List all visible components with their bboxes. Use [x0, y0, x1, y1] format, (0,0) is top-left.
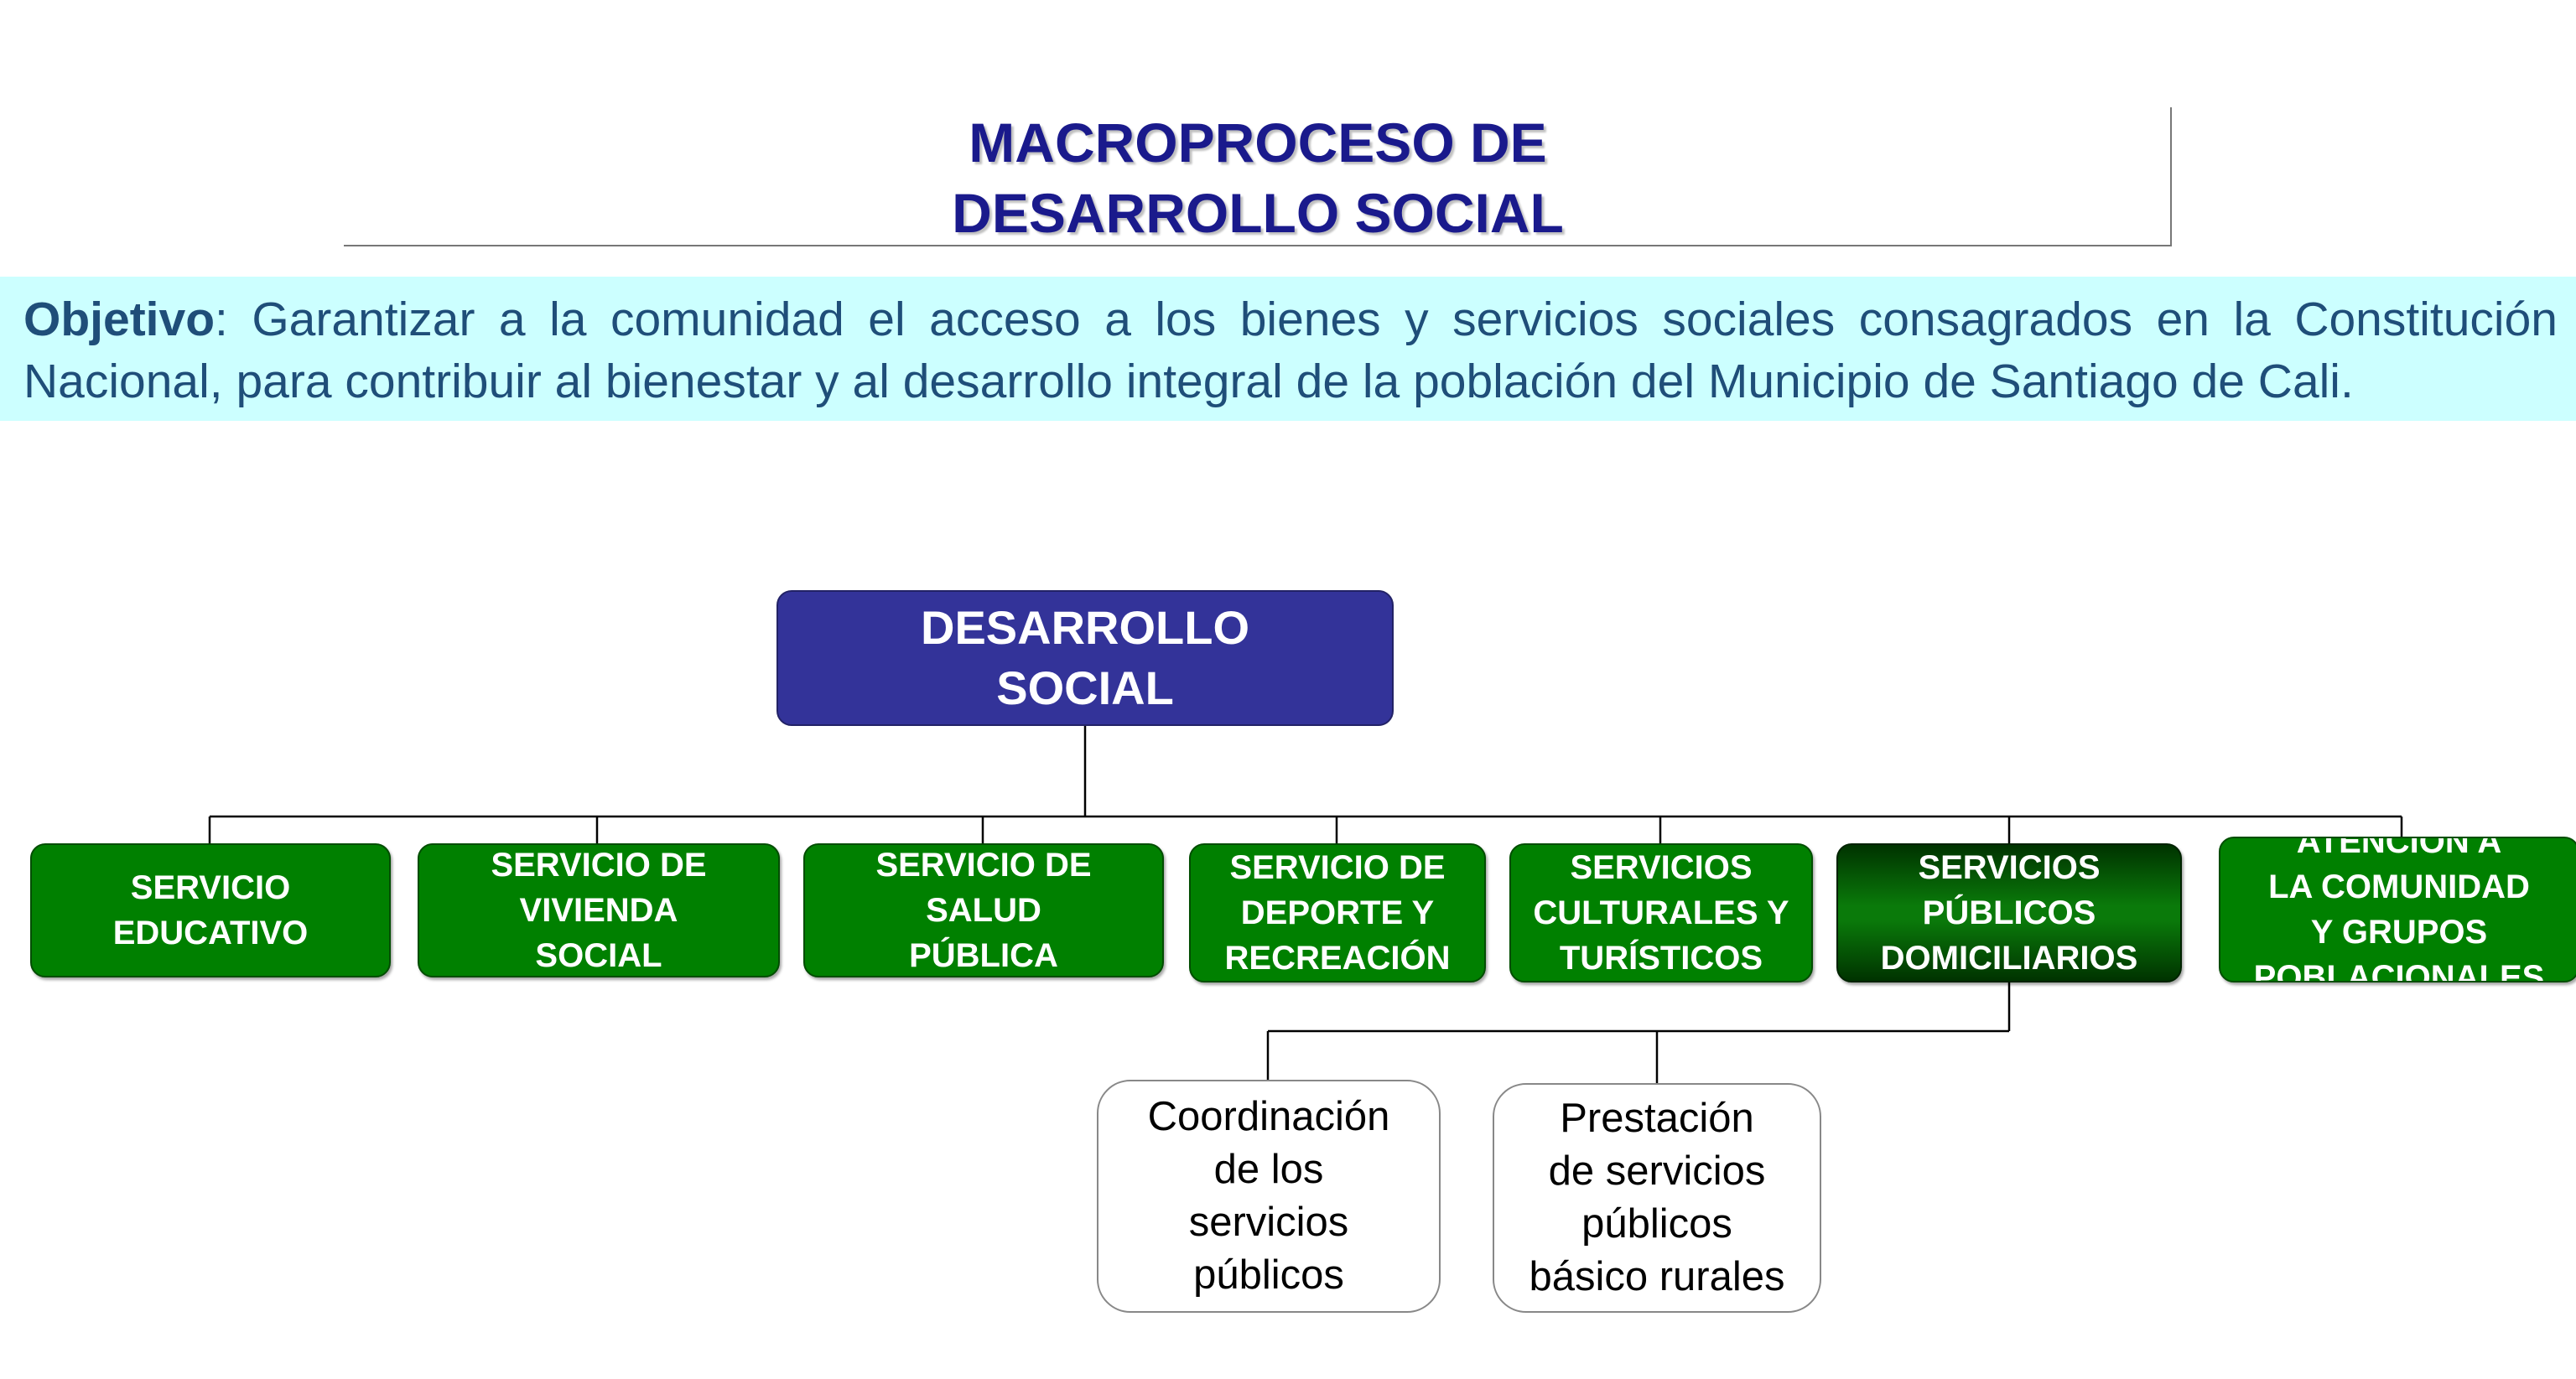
node-servicio-salud-label: SERVICIO DE SALUD PÚBLICA: [875, 847, 1092, 974]
root-node: DESARROLLO SOCIAL: [776, 590, 1394, 726]
page-title: MACROPROCESO DE DESARROLLO SOCIAL: [344, 107, 2172, 248]
node-servicio-deporte-label: SERVICIO DE DEPORTE Y RECREACIÓN: [1224, 849, 1451, 977]
node-servicio-vivienda: SERVICIO DE VIVIENDA SOCIAL: [418, 843, 780, 977]
node-coordinacion-label: Coordinación de los servicios públicos: [1147, 1094, 1390, 1298]
node-servicio-educativo-label: SERVICIO EDUCATIVO: [112, 869, 309, 951]
node-servicio-salud: SERVICIO DE SALUD PÚBLICA: [803, 843, 1164, 977]
node-servicios-culturales: SERVICIOS CULTURALES Y TURÍSTICOS: [1509, 843, 1813, 982]
objective-label: Objetivo: [23, 293, 216, 346]
title-line-1: MACROPROCESO DE: [969, 111, 1547, 174]
node-prestacion: Prestación de servicios públicos básico …: [1493, 1083, 1821, 1313]
node-servicios-publicos-label: SERVICIOS PÚBLICOS DOMICILIARIOS: [1880, 849, 2138, 977]
node-servicio-educativo: SERVICIO EDUCATIVO: [30, 843, 391, 977]
node-prestacion-label: Prestación de servicios públicos básico …: [1529, 1096, 1785, 1299]
objective-banner: Objetivo: Garantizar a la comunidad el a…: [0, 277, 2576, 421]
node-servicios-culturales-label: SERVICIOS CULTURALES Y TURÍSTICOS: [1533, 849, 1789, 977]
node-coordinacion: Coordinación de los servicios públicos: [1097, 1080, 1441, 1313]
node-servicio-deporte: SERVICIO DE DEPORTE Y RECREACIÓN: [1189, 843, 1486, 982]
node-atencion-comunidad: ATENCIÓN A LA COMUNIDAD Y GRUPOS POBLACI…: [2219, 837, 2576, 982]
node-servicios-publicos: SERVICIOS PÚBLICOS DOMICILIARIOS: [1836, 843, 2182, 982]
title-line-2: DESARROLLO SOCIAL: [952, 182, 1564, 244]
objective-text: : Garantizar a la comunidad el acceso a …: [23, 293, 2558, 408]
node-atencion-comunidad-label: ATENCIÓN A LA COMUNIDAD Y GRUPOS POBLACI…: [2253, 837, 2545, 982]
root-node-label: DESARROLLO SOCIAL: [921, 601, 1249, 714]
title-block: MACROPROCESO DE DESARROLLO SOCIAL: [344, 107, 2172, 246]
node-servicio-vivienda-label: SERVICIO DE VIVIENDA SOCIAL: [491, 847, 707, 974]
